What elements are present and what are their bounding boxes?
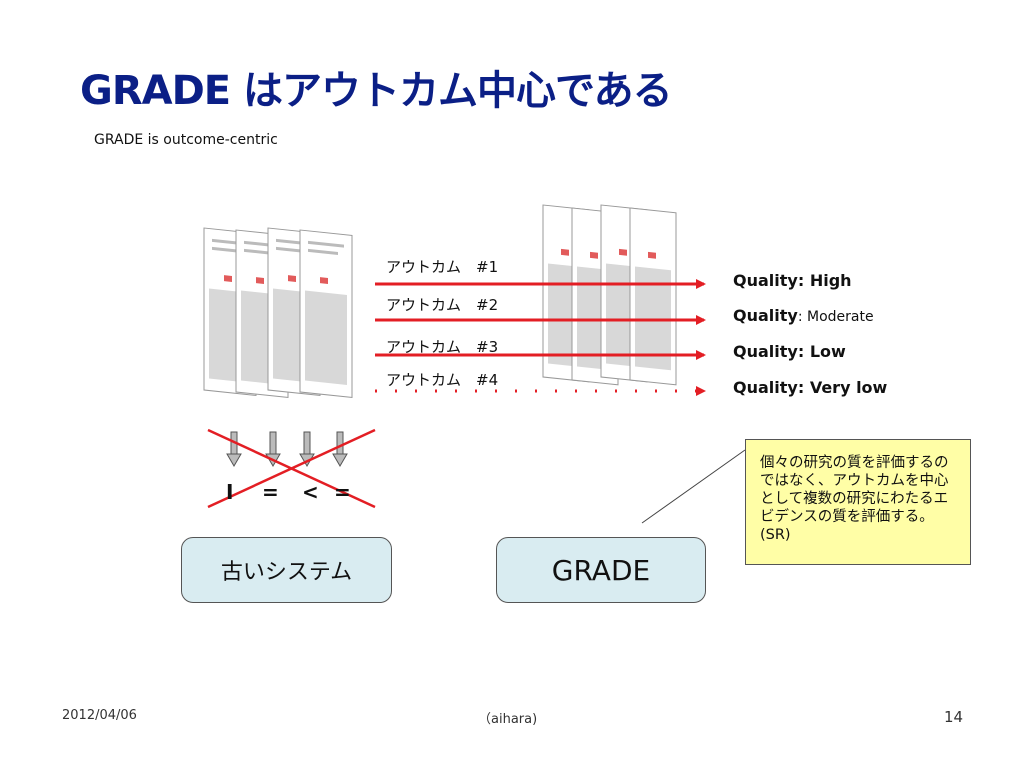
outcome-label-1: アウトカム #1: [386, 258, 499, 276]
old-system-down-arrows: [226, 431, 348, 467]
old-system-symbol-2: =: [262, 480, 279, 504]
down-arrow-icon: [332, 431, 348, 467]
footer-date: 2012/04/06: [62, 708, 137, 723]
callout-note: 個々の研究の質を評価するのではなく、アウトカムを中心として複数の研究にわたるエビ…: [745, 439, 971, 565]
outcome-arrows: [375, 279, 706, 396]
grade-box: GRADE: [496, 537, 706, 603]
grade-label: GRADE: [551, 553, 651, 587]
left-paper-stack: [203, 227, 353, 399]
outcome-label-4: アウトカム #4: [386, 371, 499, 389]
paper-document: [629, 207, 677, 386]
old-system-symbol-4: =: [334, 480, 351, 504]
old-system-symbol-1: I: [226, 480, 234, 504]
page-number: 14: [944, 708, 964, 726]
outcome-label-3: アウトカム #3: [386, 338, 499, 356]
quality-label-low: Quality: Low: [733, 342, 846, 361]
paper-document: [299, 229, 353, 399]
footer-author: （aihara): [478, 712, 538, 727]
down-arrow-icon: [226, 431, 242, 467]
old-system-symbol-3: <: [302, 480, 319, 504]
quality-label-very-low: Quality: Very low: [733, 378, 888, 397]
outcome-label-2: アウトカム #2: [386, 296, 499, 314]
old-system-box: 古いシステム: [181, 537, 392, 603]
quality-label-moderate: Quality: Moderate: [733, 306, 874, 325]
callout-text: 個々の研究の質を評価するのではなく、アウトカムを中心として複数の研究にわたるエビ…: [760, 455, 949, 543]
slide-subtitle: GRADE is outcome-centric: [94, 132, 278, 148]
old-system-label: 古いシステム: [220, 560, 353, 585]
quality-label-high: Quality: High: [733, 271, 852, 290]
cross-out-x: [207, 428, 376, 509]
right-paper-stack: [542, 204, 677, 386]
callout-leader-line: [641, 449, 746, 524]
slide-title: GRADE はアウトカム中心である: [80, 68, 673, 114]
